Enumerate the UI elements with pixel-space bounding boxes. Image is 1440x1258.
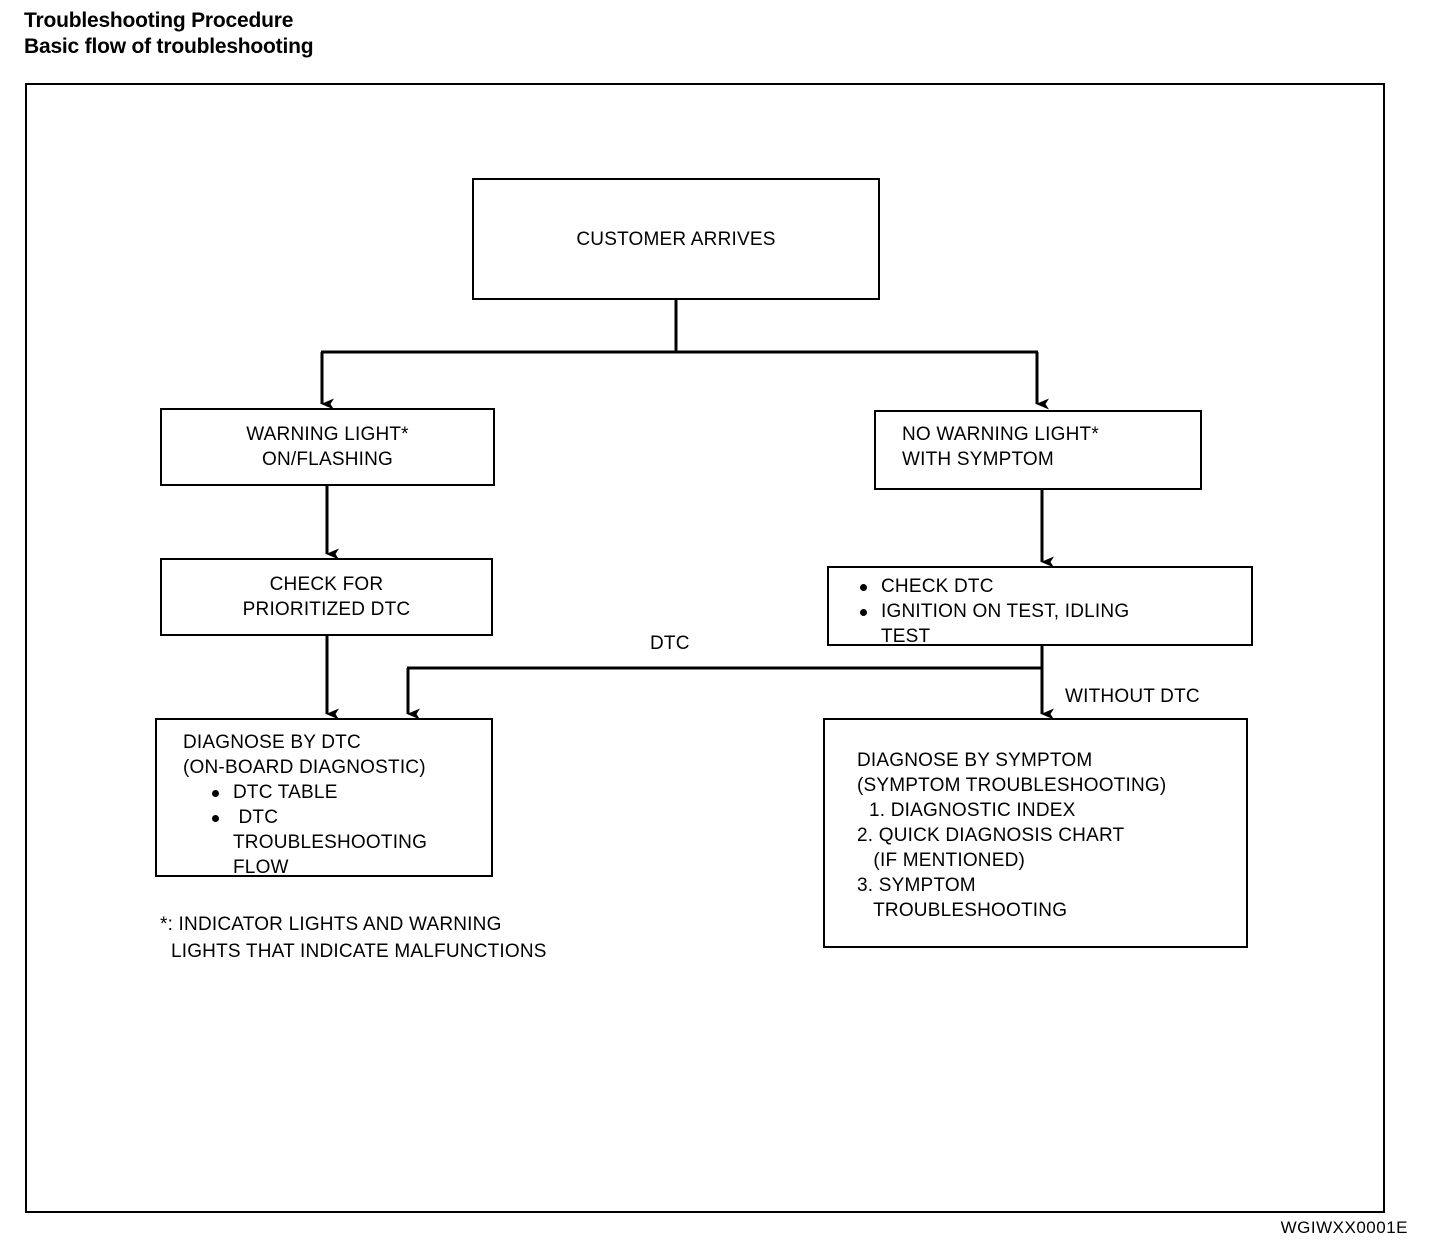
node-diagnose-by-symptom-line-1: DIAGNOSE BY SYMPTOM	[857, 750, 1093, 771]
check-dtc-tests-item-2: IGNITION ON TEST, IDLING	[855, 599, 1251, 624]
check-dtc-tests-item-2-continuation: TEST	[881, 626, 931, 647]
footnote-warning-light: *: INDICATOR LIGHTS AND WARNING LIGHTS T…	[160, 911, 547, 965]
page-title: Troubleshooting Procedure Basic flow of …	[24, 8, 314, 60]
node-diagnose-by-symptom: DIAGNOSE BY SYMPTOM (SYMPTOM TROUBLESHOO…	[823, 718, 1248, 948]
diagnose-by-dtc-item-2-continuation-2: FLOW	[233, 857, 289, 878]
footnote-line-1: *: INDICATOR LIGHTS AND WARNING	[160, 914, 502, 935]
node-check-prioritized-dtc-line-2: PRIORITIZED DTC	[242, 599, 411, 620]
edge-label-dtc: DTC	[650, 633, 690, 654]
check-dtc-tests-list: CHECK DTC IGNITION ON TEST, IDLING TEST	[855, 574, 1251, 649]
node-check-dtc-tests: CHECK DTC IGNITION ON TEST, IDLING TEST	[827, 566, 1253, 649]
node-customer-arrives-label: CUSTOMER ARRIVES	[576, 228, 776, 250]
node-warning-light-line-2: ON/FLASHING	[262, 449, 393, 470]
diagnose-by-dtc-item-1: DTC TABLE	[207, 780, 491, 805]
node-diagnose-by-dtc: DIAGNOSE BY DTC (ON-BOARD DIAGNOSTIC) DT…	[155, 718, 493, 880]
node-check-prioritized-dtc: CHECK FOR PRIORITIZED DTC	[160, 558, 493, 636]
page-title-line-1: Troubleshooting Procedure	[24, 9, 294, 32]
node-no-warning-light-line-1: NO WARNING LIGHT*	[902, 424, 1099, 445]
node-no-warning-light-line-2: WITH SYMPTOM	[902, 449, 1054, 470]
node-diagnose-by-symptom-line-2: (SYMPTOM TROUBLESHOOTING)	[857, 775, 1167, 796]
node-diagnose-by-symptom-item-1: 1. DIAGNOSTIC INDEX	[869, 800, 1076, 821]
figure-code: WGIWXX0001E	[1280, 1218, 1408, 1237]
node-customer-arrives: CUSTOMER ARRIVES	[472, 178, 880, 300]
node-diagnose-by-dtc-line-2: (ON-BOARD DIAGNOSTIC)	[183, 757, 426, 778]
diagnose-by-dtc-item-2-continuation-1: TROUBLESHOOTING	[233, 832, 428, 853]
diagram-frame	[25, 83, 1385, 1213]
node-diagnose-by-symptom-item-3-continuation: TROUBLESHOOTING	[857, 900, 1068, 921]
node-diagnose-by-dtc-line-1: DIAGNOSE BY DTC	[183, 732, 361, 753]
diagnose-by-dtc-list: DTC TABLE DTC TROUBLESHOOTING FLOW	[183, 780, 491, 880]
check-dtc-tests-item-1: CHECK DTC	[855, 574, 1251, 599]
node-warning-light: WARNING LIGHT* ON/FLASHING	[160, 408, 495, 486]
diagnose-by-dtc-item-2: DTC	[207, 805, 491, 830]
node-diagnose-by-symptom-item-2: 2. QUICK DIAGNOSIS CHART	[857, 825, 1125, 846]
node-diagnose-by-symptom-item-3: 3. SYMPTOM	[857, 875, 976, 896]
node-no-warning-light: NO WARNING LIGHT* WITH SYMPTOM	[874, 410, 1202, 490]
node-diagnose-by-symptom-item-2-continuation: (IF MENTIONED)	[857, 850, 1026, 871]
node-warning-light-line-1: WARNING LIGHT*	[246, 424, 409, 445]
edge-label-without-dtc: WITHOUT DTC	[1065, 686, 1200, 707]
node-check-prioritized-dtc-line-1: CHECK FOR	[269, 574, 384, 595]
page-title-line-2: Basic flow of troubleshooting	[24, 35, 314, 58]
footnote-line-2: LIGHTS THAT INDICATE MALFUNCTIONS	[160, 941, 547, 962]
